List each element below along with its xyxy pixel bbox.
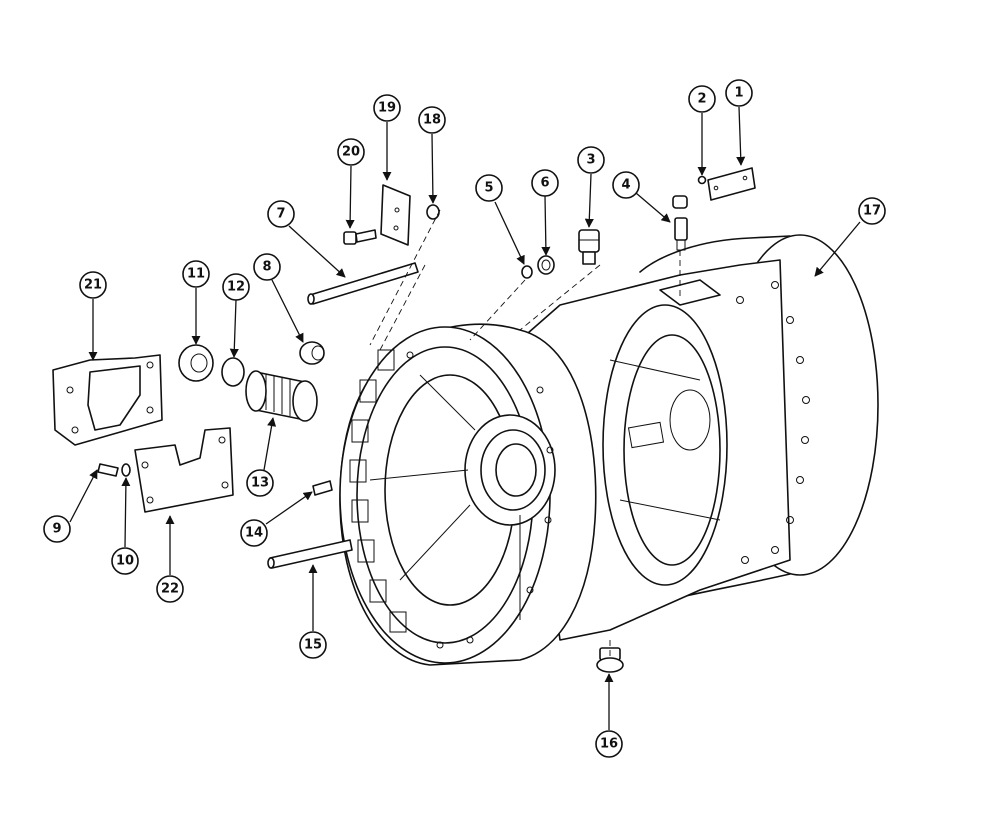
callout-4: 4 xyxy=(612,171,640,199)
callout-21: 21 xyxy=(79,271,107,299)
part-11-seal xyxy=(178,344,214,382)
svg-text:7: 7 xyxy=(276,207,285,222)
front-flange-bolt-holes xyxy=(406,351,554,649)
callout-11: 11 xyxy=(182,260,210,288)
part-5-washer xyxy=(521,265,533,279)
callout-15: 15 xyxy=(299,631,327,659)
svg-text:12: 12 xyxy=(227,280,245,295)
callout-leaders xyxy=(69,106,861,730)
callout-8: 8 xyxy=(253,253,281,281)
callout-14: 14 xyxy=(240,519,268,547)
svg-text:16: 16 xyxy=(600,737,618,752)
svg-text:18: 18 xyxy=(423,113,441,128)
callout-13: 13 xyxy=(246,469,274,497)
rear-flange-bolt-holes xyxy=(736,281,810,564)
part-15-shaft xyxy=(267,539,353,569)
svg-text:17: 17 xyxy=(863,204,881,219)
svg-text:10: 10 xyxy=(116,554,134,569)
part-21-guard xyxy=(52,354,163,446)
callout-22: 22 xyxy=(156,575,184,603)
svg-text:8: 8 xyxy=(262,260,271,275)
callout-1: 1 xyxy=(725,79,753,107)
callout-12: 12 xyxy=(222,273,250,301)
part-14-pin xyxy=(312,480,333,496)
svg-text:5: 5 xyxy=(484,181,493,196)
part-13-filter xyxy=(245,370,318,422)
svg-text:11: 11 xyxy=(187,267,205,282)
part-3-fitting xyxy=(578,229,600,265)
svg-text:20: 20 xyxy=(342,145,360,160)
part-8-plug xyxy=(299,341,325,365)
part-22-plate xyxy=(134,427,234,513)
svg-text:3: 3 xyxy=(586,153,595,168)
callout-16: 16 xyxy=(595,730,623,758)
svg-text:15: 15 xyxy=(304,638,322,653)
callout-3: 3 xyxy=(577,146,605,174)
part-20-bolt xyxy=(343,229,377,245)
callout-17: 17 xyxy=(858,197,886,225)
part-1-plate xyxy=(707,167,756,201)
part-18-nut xyxy=(426,204,440,220)
callout-18: 18 xyxy=(418,106,446,134)
part-6-nut xyxy=(537,255,555,275)
callout-2: 2 xyxy=(688,85,716,113)
svg-text:22: 22 xyxy=(161,582,179,597)
front-bell-housing xyxy=(339,323,597,666)
svg-text:21: 21 xyxy=(84,278,102,293)
rim-pockets xyxy=(349,349,407,633)
svg-text:1: 1 xyxy=(734,86,743,101)
callout-19: 19 xyxy=(373,94,401,122)
part-2-screw xyxy=(697,175,707,185)
svg-text:6: 6 xyxy=(540,176,549,191)
part-9-bolt xyxy=(97,463,119,477)
callout-20: 20 xyxy=(337,138,365,166)
svg-text:14: 14 xyxy=(245,526,263,541)
svg-text:4: 4 xyxy=(621,178,630,193)
callout-5: 5 xyxy=(475,174,503,202)
part-4-valve xyxy=(672,195,688,251)
assembly-guide-lines xyxy=(369,209,681,660)
callout-6: 6 xyxy=(531,169,559,197)
svg-text:2: 2 xyxy=(697,92,706,107)
svg-text:9: 9 xyxy=(52,522,61,537)
part-12-o-ring xyxy=(221,357,245,387)
part-7-stud xyxy=(307,262,419,305)
part-19-bracket xyxy=(380,184,411,246)
svg-text:13: 13 xyxy=(251,476,269,491)
callout-7: 7 xyxy=(267,200,295,228)
callout-10: 10 xyxy=(111,547,139,575)
part-10-washer xyxy=(121,463,131,477)
callout-9: 9 xyxy=(43,515,71,543)
svg-text:19: 19 xyxy=(378,101,396,116)
